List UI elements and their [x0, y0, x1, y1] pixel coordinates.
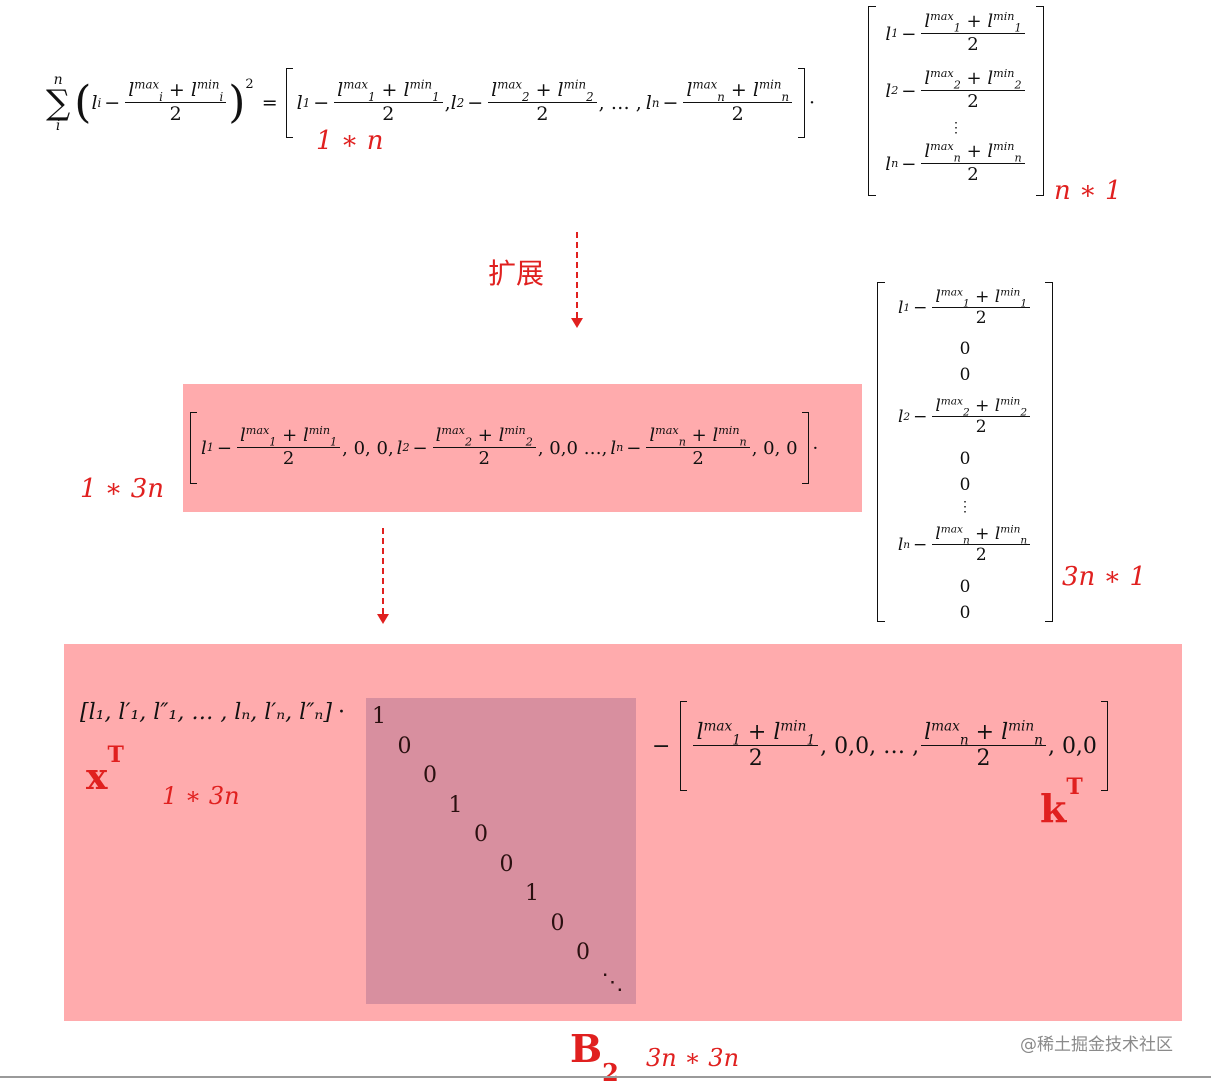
- diagonal-entry: 1: [448, 792, 463, 818]
- diagonal-entry: 0: [423, 763, 437, 788]
- expand-arrow-head: [571, 318, 583, 328]
- left-paren: (: [74, 77, 92, 128]
- diagonal-entry: 0: [474, 822, 488, 847]
- middle-col-dim-label: 3n ∗ 1: [1062, 562, 1147, 592]
- summation-symbol: n ∑ i: [46, 72, 71, 134]
- top-col-left-bracket: [868, 6, 876, 196]
- middle-col-left-bracket: [877, 282, 885, 622]
- row-dim-label: 1 ∗ n: [316, 126, 384, 156]
- second-arrow-shaft: [382, 528, 384, 614]
- x-transpose-label: xT: [86, 742, 124, 798]
- x-dim-label: 1 ∗ 3n: [162, 782, 240, 810]
- diagonal-entry: 1: [525, 881, 539, 906]
- middle-col-right-bracket: [1045, 282, 1053, 622]
- diagonal-entry: 0: [576, 940, 590, 965]
- diagonal-entry: 0: [550, 910, 565, 936]
- diagonal-entry: 0: [499, 851, 514, 877]
- second-arrow-head: [377, 614, 389, 624]
- expand-arrow-shaft: [576, 232, 578, 318]
- expand-label: 扩展: [488, 257, 545, 290]
- diagonal-entry: ⋱: [601, 969, 624, 995]
- diagonal-entry: 1: [372, 704, 386, 729]
- x-vector: [l₁, l′₁, l″₁, … , lₙ, l′ₙ, l″ₙ] ·: [80, 700, 345, 725]
- k-transpose-label: kT: [1040, 774, 1083, 831]
- right-paren: ): [228, 77, 246, 128]
- b2-label: B2: [570, 1026, 619, 1087]
- equals-sign: =: [261, 92, 278, 114]
- bottom-divider: [0, 1076, 1211, 1078]
- diagonal-matrix-box: [366, 698, 636, 1004]
- dot-operator: ·: [809, 92, 816, 114]
- col-dim-label: n ∗ 1: [1054, 176, 1122, 206]
- diagonal-entry: 0: [397, 733, 412, 759]
- middle-row-dim-label: 1 ∗ 3n: [80, 474, 165, 504]
- top-col-right-bracket: [1036, 6, 1044, 196]
- b2-dim-label: 3n ∗ 3n: [646, 1044, 740, 1072]
- watermark: @稀土掘金技术社区: [1020, 1035, 1173, 1055]
